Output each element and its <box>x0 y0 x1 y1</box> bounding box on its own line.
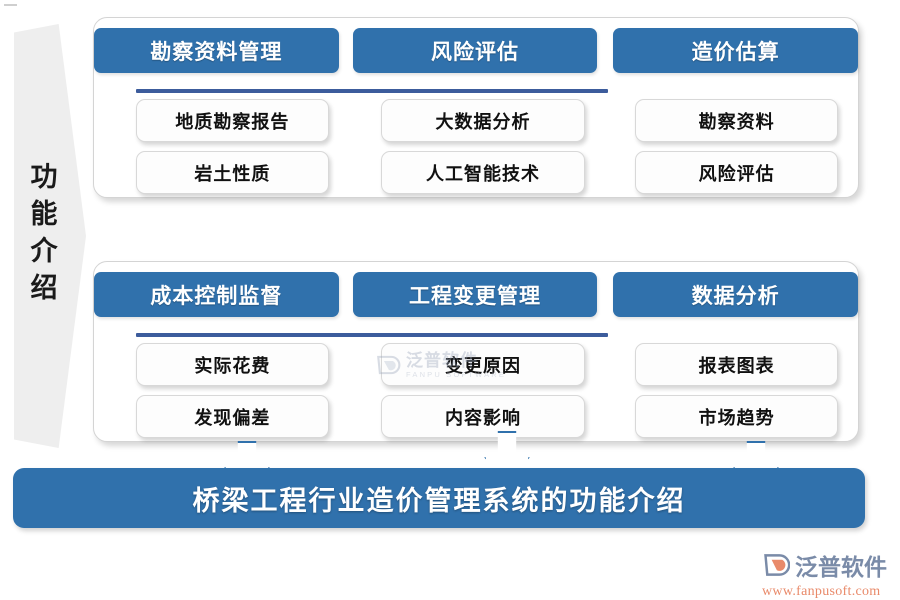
group-column: 数据分析 报表图表 市场趋势 <box>603 262 859 441</box>
group-column: 风险评估 大数据分析 人工智能技术 <box>349 18 604 197</box>
group-columns: 成本控制监督 实际花费 发现偏差 工程变更管理 变更原因 内容影响 数据分析 报… <box>94 262 859 441</box>
column-header-shu-ju-fen-xi[interactable]: 数据分析 <box>613 272 859 317</box>
item-box[interactable]: 实际花费 <box>136 343 329 386</box>
item-box[interactable]: 发现偏差 <box>136 395 329 438</box>
item-box[interactable]: 变更原因 <box>380 343 586 386</box>
group-column: 勘察资料管理 地质勘察报告 岩土性质 <box>94 18 349 197</box>
column-header-zao-jia-gu-suan[interactable]: 造价估算 <box>613 28 859 73</box>
item-box[interactable]: 市场趋势 <box>635 395 839 438</box>
group-columns: 勘察资料管理 地质勘察报告 岩土性质 风险评估 大数据分析 人工智能技术 造价估… <box>94 18 859 197</box>
item-box[interactable]: 地质勘察报告 <box>136 99 329 142</box>
group-column: 成本控制监督 实际花费 发现偏差 <box>94 262 349 441</box>
brand-url: www.fanpusoft.com <box>762 584 881 599</box>
side-banner: 功能介绍 <box>14 24 86 448</box>
column-header-gong-cheng-bian-geng-guan-li[interactable]: 工程变更管理 <box>352 272 598 317</box>
column-header-kan-cha-zi-liao-guan-li[interactable]: 勘察资料管理 <box>94 28 339 73</box>
item-box[interactable]: 内容影响 <box>380 395 586 438</box>
side-banner-label: 功能介绍 <box>26 162 57 310</box>
item-box[interactable]: 风险评估 <box>635 151 839 194</box>
column-header-cheng-ben-kong-zhi-jian-du[interactable]: 成本控制监督 <box>94 272 339 317</box>
item-box[interactable]: 大数据分析 <box>380 99 586 142</box>
item-box[interactable]: 岩土性质 <box>136 151 329 194</box>
group-card: 勘察资料管理 地质勘察报告 岩土性质 风险评估 大数据分析 人工智能技术 造价估… <box>93 17 859 198</box>
stray-mark <box>4 4 17 6</box>
item-box[interactable]: 报表图表 <box>635 343 839 386</box>
header-divider-rule <box>136 89 608 93</box>
fanpu-logo-icon <box>762 551 790 579</box>
brand-logo: 泛普软件 www.fanpusoft.com <box>762 548 887 600</box>
group-column: 造价估算 勘察资料 风险评估 <box>603 18 859 197</box>
item-box[interactable]: 勘察资料 <box>635 99 839 142</box>
brand-name-cn: 泛普软件 <box>795 554 887 580</box>
column-header-feng-xian-ping-gu[interactable]: 风险评估 <box>352 28 598 73</box>
group-column: 工程变更管理 变更原因 内容影响 <box>349 262 604 441</box>
header-divider-rule <box>136 333 608 337</box>
group-card: 成本控制监督 实际花费 发现偏差 工程变更管理 变更原因 内容影响 数据分析 报… <box>93 261 859 442</box>
item-box[interactable]: 人工智能技术 <box>380 151 586 194</box>
bottom-banner-title: 桥梁工程行业造价管理系统的功能介绍 <box>13 468 865 528</box>
